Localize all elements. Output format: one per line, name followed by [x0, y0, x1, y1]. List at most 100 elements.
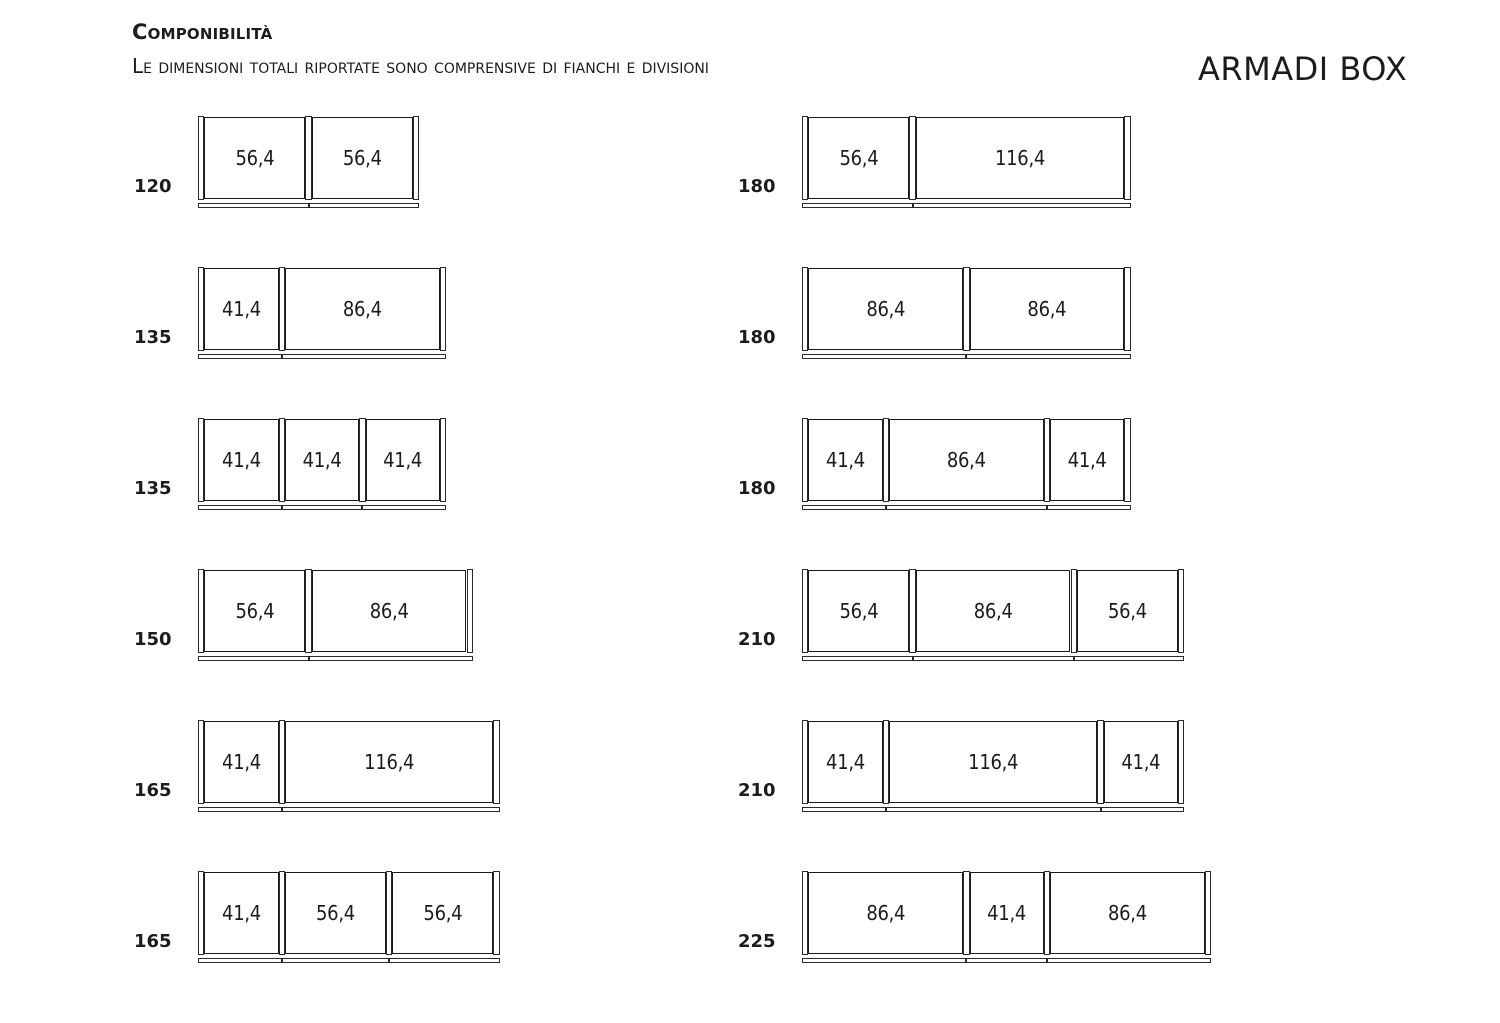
divider-panel — [1070, 569, 1077, 653]
module-width-label: 86,4 — [946, 448, 986, 472]
module-width-label: 41,4 — [826, 750, 865, 774]
divider-panel — [278, 871, 285, 955]
page-subtitle: Le dimensioni totali riportate sono comp… — [132, 54, 709, 78]
base-plinth — [802, 656, 913, 661]
module-width-label: 86,4 — [866, 901, 906, 925]
base-plinth — [912, 203, 1131, 208]
side-panel — [493, 871, 500, 955]
module-box — [915, 570, 1071, 652]
module-width-label: 56,4 — [235, 146, 275, 170]
module-box — [808, 117, 910, 199]
base-plinth — [281, 354, 447, 359]
module-box — [808, 268, 964, 350]
module-width-label: 86,4 — [1107, 901, 1147, 925]
side-panel — [198, 720, 205, 804]
base-plinth — [308, 656, 473, 661]
divider-panel — [278, 720, 285, 804]
divider-panel — [1043, 418, 1051, 502]
module-box — [284, 872, 386, 954]
module-box — [365, 419, 440, 501]
total-width-label: 165 — [134, 780, 172, 801]
divider-panel — [963, 871, 970, 955]
module-width-label: 116,4 — [995, 146, 1046, 170]
module-width-label: 56,4 — [839, 599, 879, 623]
divider-panel — [909, 116, 916, 200]
divider-panel — [882, 720, 889, 804]
module-box — [284, 268, 440, 350]
side-panel — [1124, 418, 1131, 502]
base-plinth — [308, 203, 420, 208]
module-box — [808, 419, 883, 501]
module-width-label: 86,4 — [369, 599, 409, 623]
total-width-label: 135 — [134, 327, 172, 348]
module-box — [1050, 419, 1125, 501]
side-panel — [802, 116, 809, 200]
side-panel — [198, 569, 205, 653]
module-width-label: 86,4 — [866, 297, 906, 321]
divider-panel — [963, 267, 970, 351]
side-panel — [439, 267, 447, 351]
module-width-label: 41,4 — [1121, 750, 1161, 774]
module-width-label: 86,4 — [973, 599, 1013, 623]
module-box — [915, 117, 1125, 199]
divider-panel — [1097, 720, 1104, 804]
module-box — [808, 872, 964, 954]
module-width-label: 41,4 — [222, 901, 261, 925]
divider-panel — [305, 569, 312, 653]
module-width-label: 41,4 — [222, 297, 261, 321]
module-width-label: 41,4 — [1067, 448, 1107, 472]
module-width-label: 56,4 — [235, 599, 275, 623]
side-panel — [1124, 267, 1131, 351]
side-panel — [1177, 569, 1185, 653]
divider-panel — [882, 418, 889, 502]
base-plinth — [281, 958, 390, 963]
module-width-label: 41,4 — [987, 901, 1027, 925]
base-plinth — [966, 354, 1131, 359]
total-width-label: 180 — [738, 176, 776, 197]
base-plinth — [802, 354, 967, 359]
base-plinth — [885, 505, 1047, 510]
module-box — [969, 872, 1044, 954]
module-box — [311, 117, 413, 199]
module-box — [204, 117, 306, 199]
total-width-label: 210 — [738, 629, 776, 650]
side-panel — [412, 116, 420, 200]
module-box — [888, 721, 1098, 803]
divider-panel — [909, 569, 916, 653]
side-panel — [802, 871, 809, 955]
base-plinth — [389, 958, 500, 963]
base-plinth — [1046, 958, 1212, 963]
base-plinth — [281, 505, 363, 510]
divider-panel — [278, 418, 285, 502]
module-width-label: 41,4 — [826, 448, 865, 472]
module-box — [284, 721, 494, 803]
module-width-label: 41,4 — [222, 750, 261, 774]
base-plinth — [885, 807, 1101, 812]
side-panel — [198, 418, 205, 502]
side-panel — [198, 871, 205, 955]
module-box — [1076, 570, 1178, 652]
side-panel — [802, 720, 809, 804]
module-width-label: 56,4 — [1107, 599, 1147, 623]
side-panel — [802, 569, 809, 653]
brand-name: ARMADI BOX — [1198, 50, 1408, 88]
side-panel — [198, 267, 205, 351]
module-box — [204, 268, 279, 350]
divider-panel — [305, 116, 312, 200]
base-plinth — [1046, 505, 1131, 510]
module-box — [311, 570, 467, 652]
base-plinth — [362, 505, 447, 510]
module-width-label: 56,4 — [423, 901, 463, 925]
module-width-label: 116,4 — [968, 750, 1019, 774]
module-width-label: 41,4 — [222, 448, 261, 472]
module-box — [888, 419, 1044, 501]
page-title: Componibilità — [132, 20, 273, 44]
module-width-label: 41,4 — [383, 448, 423, 472]
module-box — [808, 721, 883, 803]
module-width-label: 86,4 — [342, 297, 382, 321]
base-plinth — [802, 807, 886, 812]
base-plinth — [281, 807, 500, 812]
module-box — [204, 570, 306, 652]
module-box — [204, 419, 279, 501]
total-width-label: 150 — [134, 629, 172, 650]
